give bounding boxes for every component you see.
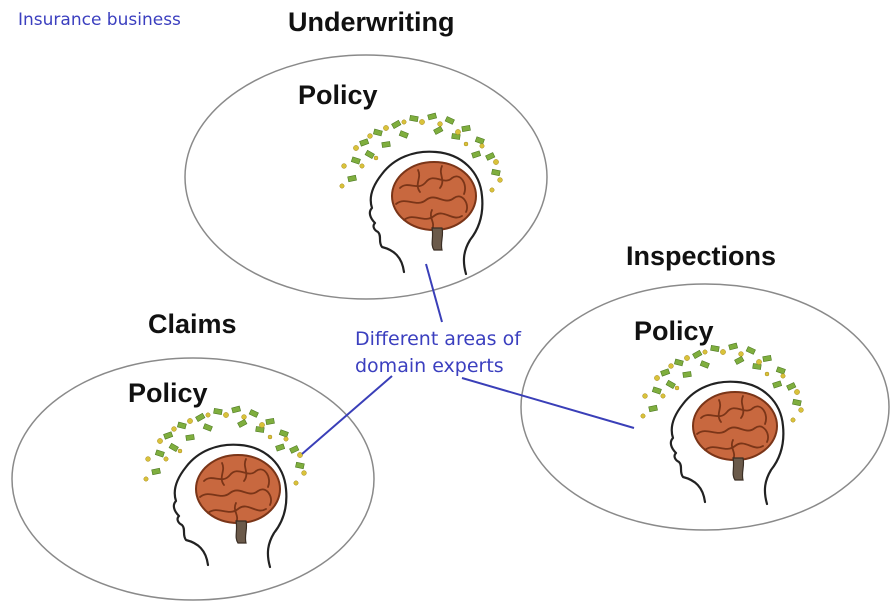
domain-experts-annotation: Different areas of domain experts	[355, 326, 521, 380]
inspections-ellipse	[520, 283, 890, 531]
annotation-line: domain experts	[355, 355, 504, 377]
diagram-header-label: Insurance business	[18, 10, 181, 30]
expert-head-icon	[338, 111, 504, 276]
area-title-underwriting: Underwriting	[288, 7, 455, 37]
claims-ellipse	[11, 357, 375, 601]
connector-inspections	[461, 377, 635, 429]
area-title-claims: Claims	[148, 309, 237, 339]
connector-claims	[301, 375, 393, 455]
policy-label-inspections: Policy	[634, 316, 714, 346]
area-title-inspections: Inspections	[626, 241, 777, 271]
underwriting-ellipse	[184, 54, 548, 300]
policy-label-claims: Policy	[128, 378, 208, 408]
policy-label-underwriting: Policy	[298, 80, 378, 110]
annotation-line: Different areas of	[355, 328, 521, 350]
expert-head-icon	[142, 404, 308, 569]
expert-head-icon	[639, 341, 805, 506]
connector-underwriting	[425, 263, 443, 323]
